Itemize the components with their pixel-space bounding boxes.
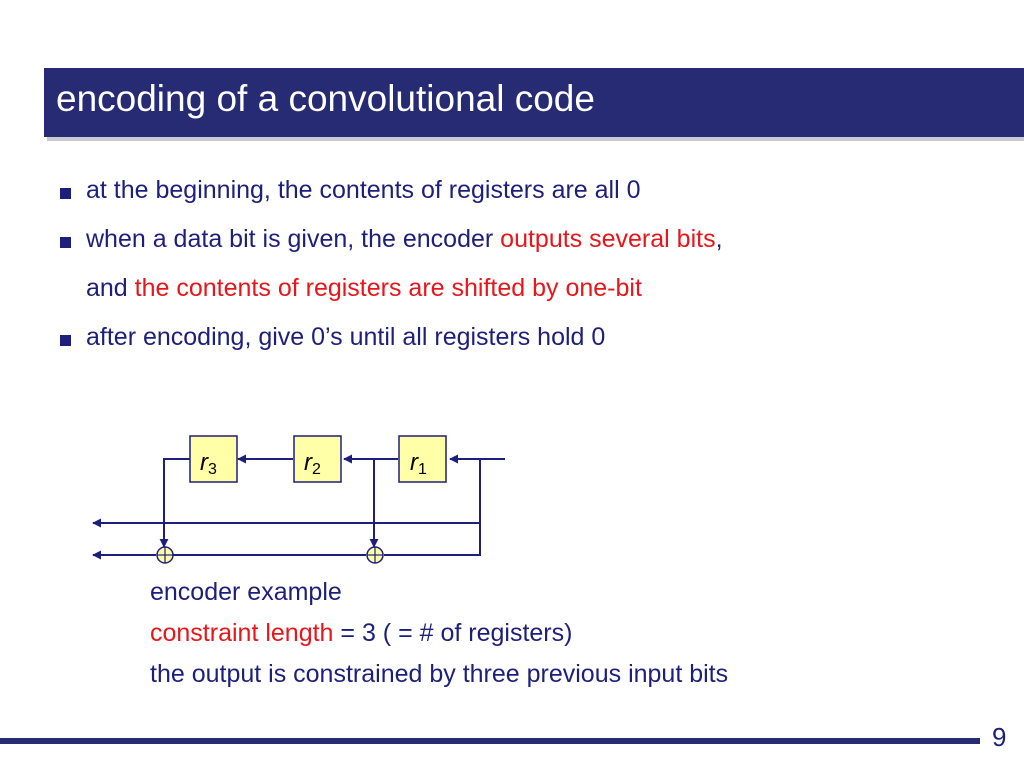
r3-tap-line	[159, 458, 190, 548]
title-bar: encoding of a convolutional code	[44, 68, 1024, 137]
register-subscript: 2	[312, 461, 321, 478]
slide-title: encoding of a convolutional code	[56, 78, 595, 119]
caption-line-1: encoder example	[150, 578, 342, 606]
caption-line-3: the output is constrained by three previ…	[150, 660, 729, 688]
bullet-list: at the beginning, the contents of regist…	[58, 170, 998, 366]
svg-text:r1: r1	[410, 449, 427, 478]
bullet-text: ,	[715, 225, 723, 253]
bullet-item: at the beginning, the contents of regist…	[58, 170, 998, 219]
register-letter: r	[410, 449, 419, 476]
footer-bar	[0, 738, 980, 744]
register-subscript: 1	[418, 461, 427, 478]
input-tap-line	[384, 459, 481, 556]
bullet-item: when a data bit is given, the encoder ou…	[58, 219, 998, 268]
page-number: 9	[992, 722, 1007, 752]
register-r2: r2	[293, 435, 342, 483]
xor-adder-icon	[156, 546, 174, 564]
diagram-caption: encoder example constraint length = 3 ( …	[150, 572, 728, 695]
bullet-text: when a data bit is given, the encoder	[86, 225, 501, 253]
register-subscript: 3	[208, 461, 217, 478]
bullet-highlight: outputs several bits	[500, 225, 716, 253]
bullet-item: after encoding, give 0’s until all regis…	[58, 317, 998, 366]
caption-highlight: constraint length	[150, 619, 334, 647]
svg-text:r3: r3	[200, 449, 217, 478]
bullet-highlight: the contents of registers are shifted by…	[134, 274, 642, 302]
register-r3: r3	[189, 435, 238, 483]
bullet-text: after encoding, give 0’s until all regis…	[86, 323, 606, 351]
xor-adder-icon	[366, 546, 384, 564]
bullet-square-icon	[60, 188, 71, 199]
register-letter: r	[200, 449, 209, 476]
register-letter: r	[304, 449, 313, 476]
bullet-continuation: and the contents of registers are shifte…	[58, 268, 998, 317]
bullet-square-icon	[60, 237, 71, 248]
svg-text:r2: r2	[304, 449, 321, 478]
register-r1: r1	[398, 435, 447, 483]
bullet-square-icon	[60, 335, 71, 346]
caption-line-2: constraint length = 3 ( = # of registers…	[150, 613, 728, 654]
bullet-text: and	[86, 274, 135, 302]
caption-text: = 3 ( = # of registers)	[333, 619, 573, 647]
bullet-text: at the beginning, the contents of regist…	[86, 176, 641, 204]
